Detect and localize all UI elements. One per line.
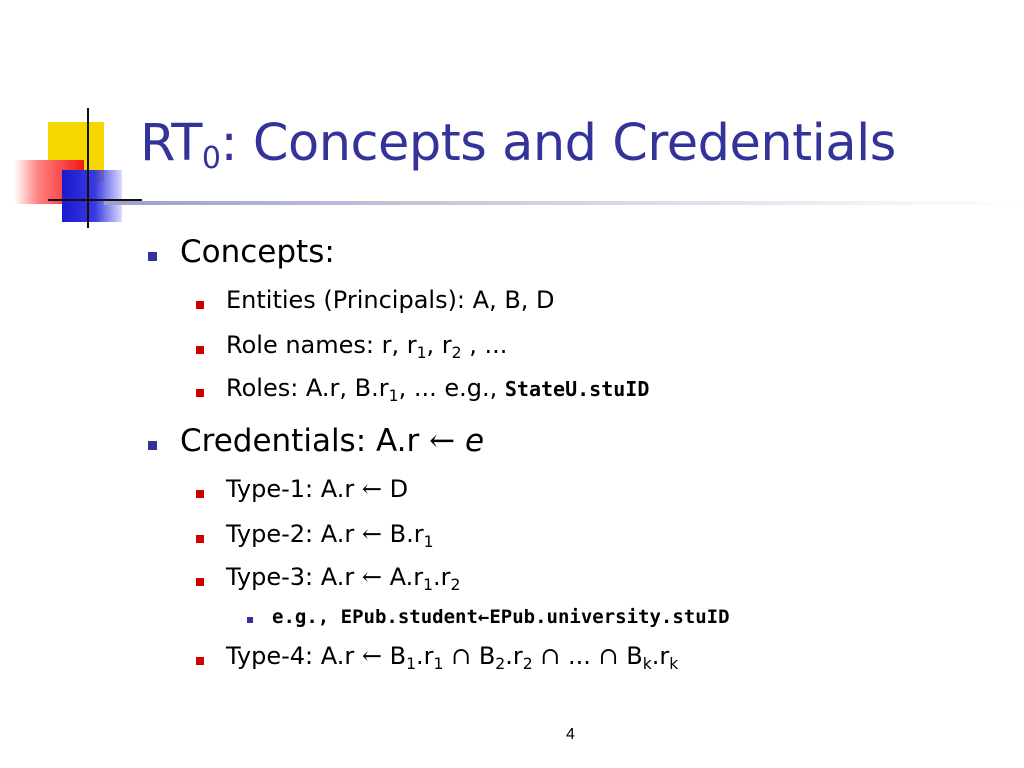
logo-blue-square (62, 170, 122, 222)
credentials-variable: e (464, 423, 485, 459)
role-names-sub2: 2 (451, 344, 462, 362)
type3-prefix: Type-3: A.r (226, 563, 362, 591)
role-names-suffix: , ... (461, 331, 508, 359)
type4-rk: .r (651, 642, 670, 670)
type4-rk-sub: k (669, 655, 679, 673)
type4-b1-sub: 1 (406, 655, 417, 673)
left-arrow-icon: ← (361, 642, 382, 670)
left-arrow-icon: ← (361, 563, 382, 591)
bullet-type1 (196, 490, 204, 498)
bullet-credentials (148, 441, 157, 450)
slide-title: RT0: Concepts and Credentials (140, 114, 896, 176)
type4-prefix: Type-4: A.r (226, 642, 362, 670)
roles-mid: , ... e.g., (398, 374, 505, 402)
title-rest: : Concepts and Credentials (220, 114, 896, 173)
type1-prefix: Type-1: A.r (226, 475, 362, 503)
title-subscript: 0 (201, 141, 221, 176)
bullet-type4 (196, 657, 204, 665)
bullet-type3 (196, 578, 204, 586)
type4-bk: B (626, 642, 643, 670)
type3-mid: .r (433, 563, 451, 591)
logo-horizontal-line (48, 199, 142, 201)
left-arrow-icon: ← (361, 520, 382, 548)
left-arrow-icon: ← (429, 423, 456, 459)
concepts-heading: Concepts: (180, 234, 335, 270)
type4-r2: .r (505, 642, 523, 670)
type3-rest: A.r (382, 563, 424, 591)
roles-code: StateU.stuID (504, 377, 650, 401)
type1-item: Type-1: A.r ← D (226, 475, 408, 503)
left-arrow-icon: ← (361, 475, 382, 503)
type4-r2-sub: 2 (522, 655, 533, 673)
type3-item: Type-3: A.r ← A.r1.r2 (226, 563, 460, 594)
type4-b2: B (478, 642, 496, 670)
bullet-roles (196, 389, 204, 397)
entities-item: Entities (Principals): A, B, D (226, 286, 555, 314)
type2-sub1: 1 (423, 533, 434, 551)
intersection-icon: ∩ (532, 642, 568, 670)
bullet-type2 (196, 535, 204, 543)
type1-rest: D (382, 475, 409, 503)
type3-sub2: 2 (450, 576, 461, 594)
bullet-role-names (196, 346, 204, 354)
roles-prefix: Roles: A.r, B.r (226, 374, 389, 402)
type2-item: Type-2: A.r ← B.r1 (226, 520, 434, 551)
title-main: RT (140, 114, 202, 173)
type3-example: e.g., EPub.student←EPub.university.stuID (272, 606, 730, 628)
credentials-heading: Credentials: A.r ← e (180, 423, 484, 459)
intersection-icon: ∩ (590, 642, 627, 670)
type4-bk-sub: k (642, 655, 652, 673)
type2-rest: B.r (382, 520, 424, 548)
type4-b2-sub: 2 (495, 655, 506, 673)
type3-sub1: 1 (423, 576, 434, 594)
bullet-type3-example (247, 617, 253, 623)
roles-sub1: 1 (388, 387, 399, 405)
type4-dots: ... (568, 642, 591, 670)
slide-logo (0, 0, 142, 240)
type4-item: Type-4: A.r ← B1.r1 ∩ B2.r2 ∩ ... ∩ Bk.r… (226, 642, 678, 673)
role-names-prefix: Role names: r, r (226, 331, 417, 359)
type4-b1: B (382, 642, 407, 670)
intersection-icon: ∩ (443, 642, 479, 670)
roles-item: Roles: A.r, B.r1, ... e.g., StateU.stuID (226, 374, 649, 405)
bullet-entities (196, 301, 204, 309)
page-number: 4 (566, 726, 575, 743)
credentials-heading-text: Credentials: A.r (180, 423, 430, 459)
role-names-sub1: 1 (416, 344, 427, 362)
type4-r1-sub: 1 (433, 655, 444, 673)
role-names-item: Role names: r, r1, r2 , ... (226, 331, 507, 362)
type2-prefix: Type-2: A.r (226, 520, 362, 548)
type4-r1: .r (416, 642, 434, 670)
bullet-concepts (148, 252, 157, 261)
role-names-mid: , r (426, 331, 452, 359)
title-underline (104, 201, 1024, 205)
logo-vertical-line (87, 108, 89, 228)
